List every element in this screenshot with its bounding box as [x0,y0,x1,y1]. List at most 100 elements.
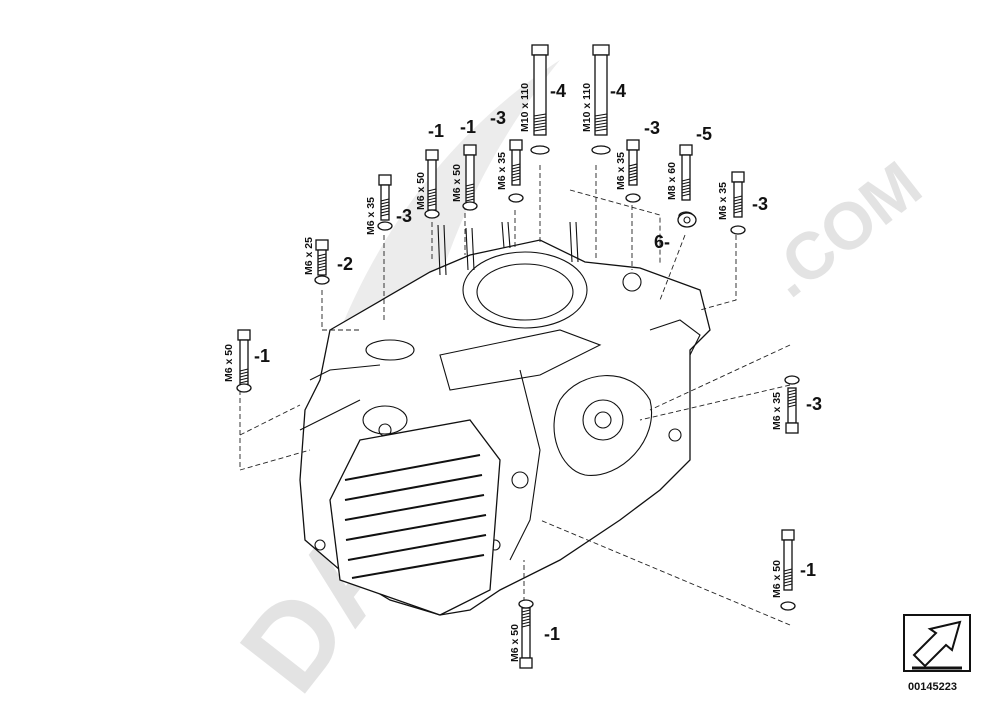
bolt: M6 x 35 -3 [717,171,768,235]
thread-line [594,128,608,132]
thread-line [594,122,608,126]
bolt-spec-label: M6 x 35 [365,197,377,235]
thread-line [787,392,797,396]
bolt-spec-label: M6 x 50 [223,344,235,382]
watermark-suffix: .COM [753,147,934,311]
bolt-head [378,174,392,186]
bolt: M6 x 35-3 [365,174,412,235]
washer [508,193,524,203]
thread-line [380,207,390,211]
callout-number: -1 [428,121,444,141]
thread-line [681,190,691,194]
bolt-head [781,529,795,541]
washer [730,225,746,235]
bolt: M6 x 50-1 [415,121,444,219]
thread-line [427,197,437,201]
thread-line [521,612,531,616]
callout-number: -1 [460,117,476,137]
bolt-head [626,139,640,151]
thread-line [465,186,475,190]
thread-line [733,204,743,208]
thread-line [465,195,475,199]
washer [518,599,534,609]
thread-line [787,404,797,408]
thread-line [380,201,390,205]
thread-line [511,163,521,167]
thread-line [783,583,793,587]
thread-line [783,580,793,584]
bolt: M6 x 35-3 [490,108,524,203]
bolt-head [425,149,439,161]
thread-line [521,621,531,625]
thread-line [521,609,531,613]
washer [462,201,478,211]
thread-line [511,166,521,170]
thread-line [681,187,691,191]
thread-line [783,568,793,572]
bolt-shaft [783,539,793,591]
bolt: M8 x 60-5 [666,124,712,221]
thread-line [787,395,797,399]
washer [677,212,697,228]
bolt-head [731,171,745,183]
washer [784,375,800,385]
bolt: M6 x 50-1 [509,599,560,669]
washer [314,275,330,285]
bolt-head [463,144,477,156]
callout-number: -3 [490,108,506,128]
thread-line [681,184,691,188]
washer [780,601,796,611]
thread-line [465,192,475,196]
bolt-shaft [681,154,691,201]
bolt-spec-label: M8 x 60 [666,162,678,200]
thread-line [783,571,793,575]
thread-line [787,398,797,402]
bolt: M6 x 35-3 [615,118,660,203]
thread-line [521,615,531,619]
bolt-head [679,144,693,156]
callout-number: -3 [806,394,822,414]
washer [424,209,440,219]
thread-line [511,178,521,182]
thread-line [628,163,638,167]
thread-line [681,193,691,197]
thread-line [628,178,638,182]
thread-line [427,203,437,207]
thread-line [533,122,547,126]
thread-line [317,265,327,269]
thread-line [783,574,793,578]
thread-line [380,210,390,214]
thread-line [533,113,547,117]
thread-line [317,268,327,272]
thread-line [380,213,390,217]
thread-line [533,128,547,132]
bolt: M6 x 50-1 [771,529,816,611]
engine-crankcase [299,221,711,616]
bolt-head [237,329,251,341]
callout-number: -3 [752,194,768,214]
thread-line [465,198,475,202]
thread-line [533,125,547,129]
thread-line [628,172,638,176]
thread-line [427,194,437,198]
washer [377,221,393,231]
washer [591,145,611,155]
bolt-spec-label: M10 x 110 [519,83,531,132]
thread-line [465,183,475,187]
bolts-layer: M6 x 50-1M6 x 50-1M6 x 50-1M6 x 50-1M6 x… [223,44,822,669]
thread-line [380,204,390,208]
bolt: M6 x 50-1 [451,117,478,211]
callout-number: -2 [337,254,353,274]
bolt-spec-label: M6 x 35 [717,182,729,220]
washer [625,193,641,203]
thread-line [783,577,793,581]
thread-line [511,172,521,176]
bolt-head [785,422,799,434]
bolt-spec-label: M6 x 25 [303,237,315,275]
thread-line [628,175,638,179]
washer-part: 6- [654,212,697,252]
bolt-head [531,44,549,56]
callout-number: -3 [644,118,660,138]
washer-hole [683,216,691,224]
